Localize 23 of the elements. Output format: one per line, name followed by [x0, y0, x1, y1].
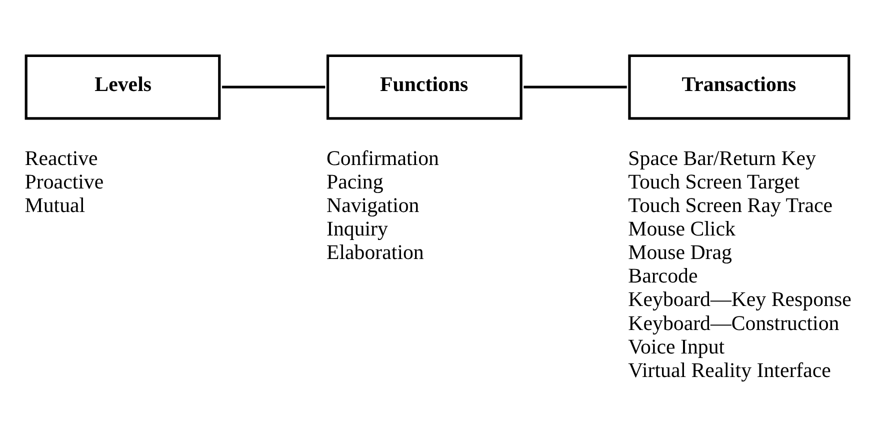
node-label: Keyboard—Key Response — [628, 287, 852, 312]
node-label: Mutual — [24, 193, 86, 218]
node-label: Elaboration — [326, 240, 424, 264]
node-label: Touch Screen Ray Trace — [628, 193, 833, 218]
node-label: Navigation — [326, 193, 420, 218]
connector — [524, 86, 627, 88]
node-box: Transactions — [628, 54, 850, 120]
node-label: Space Bar/Return Key — [628, 146, 816, 170]
node-label: Touch Screen Target — [628, 170, 800, 194]
node-label: Keyboard—Construction — [628, 310, 840, 335]
node-label: Pacing — [326, 170, 384, 194]
node-label: Mouse Drag — [628, 240, 732, 264]
node-label: Inquiry — [326, 216, 388, 241]
node-label: Voice Input — [628, 334, 725, 358]
node-label: Barcode — [628, 264, 698, 288]
node-label: Proactive — [24, 170, 104, 194]
node-box: Levels — [24, 54, 221, 120]
node-label: Mouse Click — [628, 216, 736, 241]
node-box: Functions — [326, 54, 522, 120]
connector — [222, 86, 326, 88]
node-label: Reactive — [24, 146, 98, 170]
node-label: Virtual Reality Interface — [628, 358, 831, 382]
node-label: Confirmation — [326, 146, 439, 170]
